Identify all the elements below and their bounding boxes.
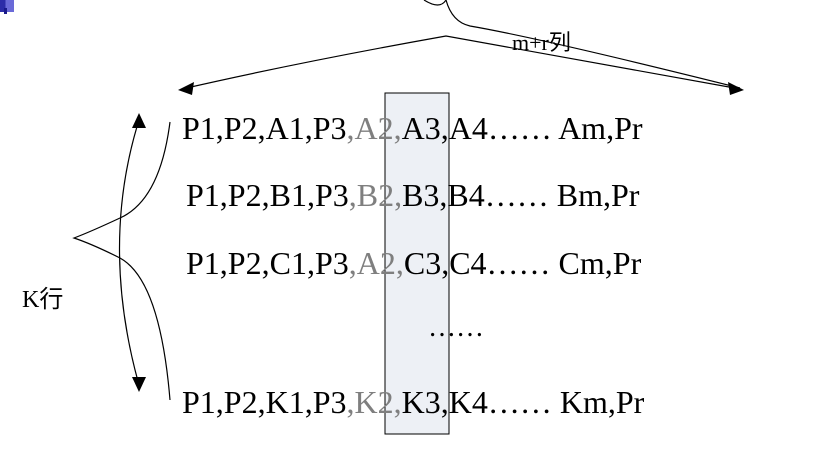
sequence-row: P1,P2,A1,P3,A2,A3,A4…… Am,Pr <box>182 110 643 146</box>
row-separator: , <box>347 110 355 146</box>
row-prefix: P1,P2,A1,P3 <box>182 110 347 146</box>
sequence-row: P1,P2,C1,P3,A2,C3,C4…… Cm,Pr <box>186 245 642 281</box>
row-prefix: P1,P2,K1,P3 <box>182 384 347 420</box>
corner-logo-mark <box>0 0 14 14</box>
top-label: m+r列 <box>512 30 571 55</box>
row-suffix: C3,C4…… Cm,Pr <box>404 245 642 281</box>
row-highlight-cell: A2, <box>355 110 402 146</box>
top-span-curve <box>181 35 741 90</box>
row-highlight-cell: K2, <box>355 384 402 420</box>
row-separator: , <box>347 384 355 420</box>
row-separator: , <box>349 177 357 213</box>
top-right-arrowhead <box>728 82 744 95</box>
top-left-arrowhead <box>178 82 194 95</box>
row-separator: , <box>349 245 357 281</box>
ellipsis-row: …… <box>428 312 484 343</box>
highlighted-column <box>384 92 450 435</box>
top-brace <box>423 0 741 89</box>
left-bottom-arrowhead <box>132 377 146 392</box>
left-top-arrowhead <box>132 113 146 128</box>
row-suffix: B3,B4…… Bm,Pr <box>402 177 640 213</box>
row-suffix: K3,K4…… Km,Pr <box>402 384 645 420</box>
row-highlight-cell: B2, <box>357 177 402 213</box>
row-suffix: A3,A4…… Am,Pr <box>402 110 643 146</box>
row-prefix: P1,P2,C1,P3 <box>186 245 349 281</box>
left-brace <box>72 121 171 401</box>
rows-group: P1,P2,A1,P3,A2,A3,A4…… Am,PrP1,P2,B1,P3,… <box>182 110 645 420</box>
side-label: K行 <box>22 286 63 313</box>
sequence-row: P1,P2,K1,P3,K2,K3,K4…… Km,Pr <box>182 384 645 420</box>
row-highlight-cell: A2, <box>357 245 404 281</box>
sequence-row: P1,P2,B1,P3,B2,B3,B4…… Bm,Pr <box>186 177 640 213</box>
row-prefix: P1,P2,B1,P3 <box>186 177 349 213</box>
left-span-curve <box>118 119 140 386</box>
